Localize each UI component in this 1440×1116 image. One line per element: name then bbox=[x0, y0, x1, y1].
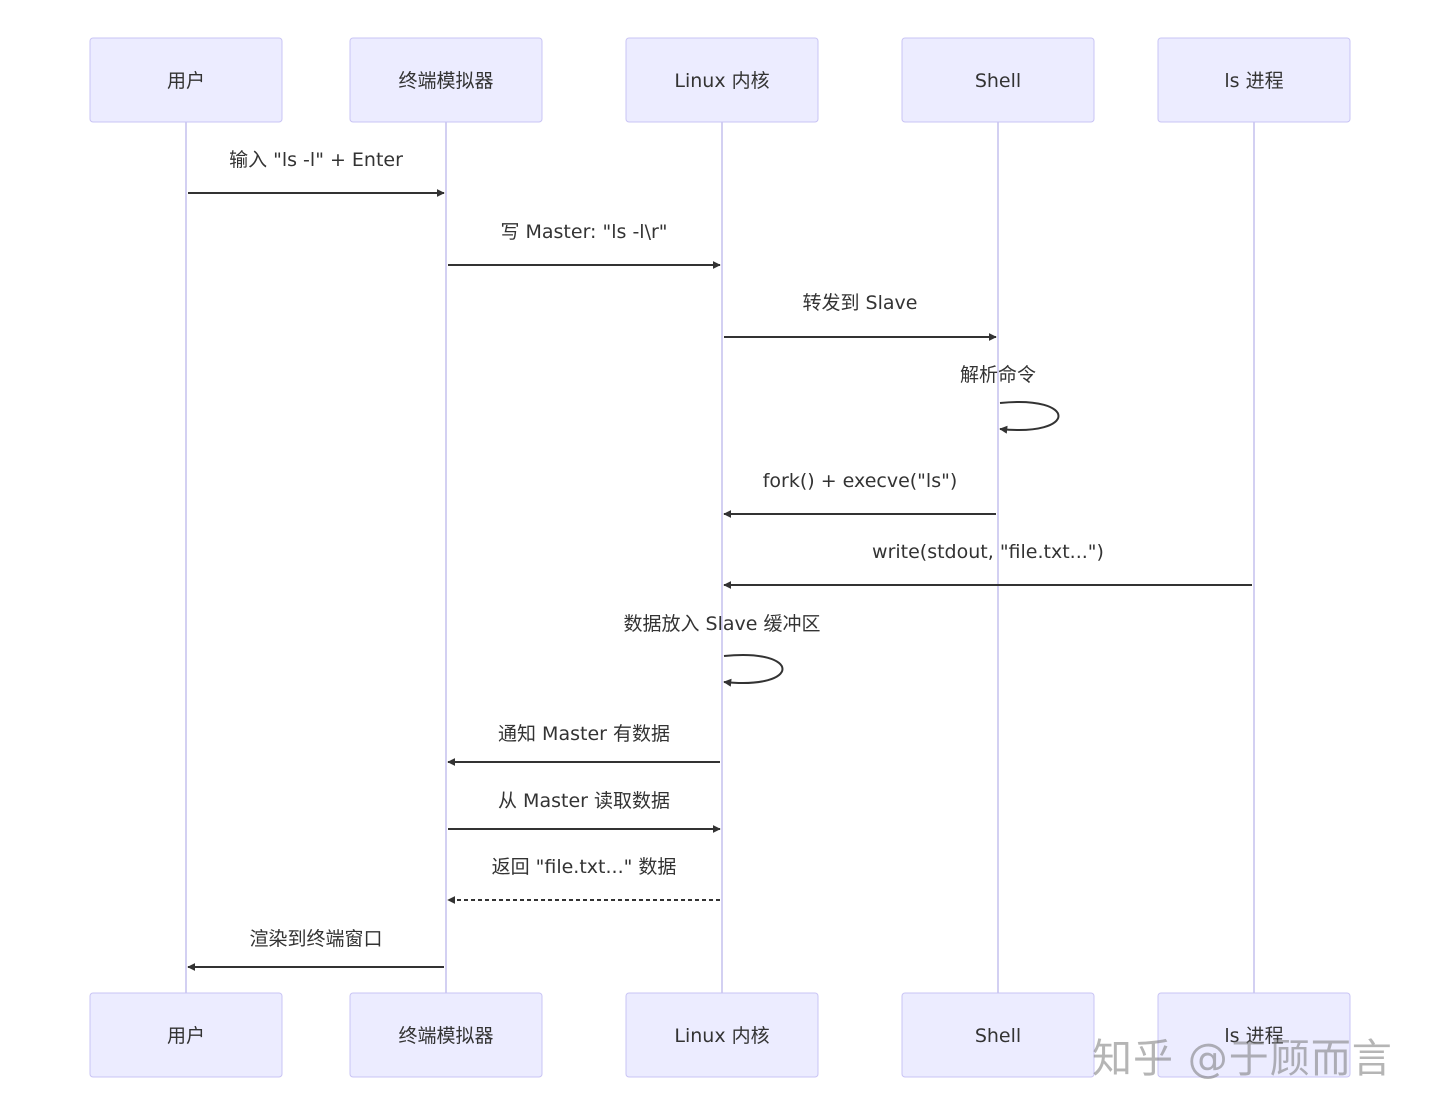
actor-label: Linux 内核 bbox=[674, 70, 769, 92]
message-label: 渲染到终端窗口 bbox=[249, 928, 382, 950]
message-label: 写 Master: "ls -l\r" bbox=[500, 221, 667, 243]
message-label: fork() + execve("ls") bbox=[763, 470, 958, 492]
message-11: 渲染到终端窗口 bbox=[187, 928, 444, 971]
actor-label: 用户 bbox=[167, 1025, 205, 1047]
message-label: 解析命令 bbox=[960, 364, 1036, 386]
actor-rect bbox=[1157, 992, 1351, 1078]
actor-box-top-shell: Shell bbox=[901, 37, 1095, 123]
self-message-arrow bbox=[723, 654, 784, 687]
message-label: 从 Master 读取数据 bbox=[498, 790, 670, 812]
actor-rect bbox=[1157, 37, 1351, 123]
actor-box-bottom-shell: Shell bbox=[901, 992, 1095, 1078]
message-label: 数据放入 Slave 缓冲区 bbox=[624, 613, 821, 635]
actor-label: Shell bbox=[975, 70, 1021, 92]
actor-box-bottom-user: 用户 bbox=[89, 992, 283, 1078]
actor-rect bbox=[625, 37, 819, 123]
actor-rect bbox=[349, 37, 543, 123]
actor-rect bbox=[625, 992, 819, 1078]
actor-box-bottom-term: 终端模拟器 bbox=[349, 992, 543, 1078]
message-label: 转发到 Slave bbox=[803, 292, 918, 314]
self-message-arrow bbox=[999, 401, 1060, 434]
actor-rect bbox=[901, 992, 1095, 1078]
actor-label: Shell bbox=[975, 1025, 1021, 1047]
message-5: fork() + execve("ls") bbox=[723, 470, 996, 518]
actor-box-bottom-kernel: Linux 内核 bbox=[625, 992, 819, 1078]
message-6: write(stdout, "file.txt...") bbox=[723, 541, 1252, 589]
watermark-text: 知乎 @于顾而言 bbox=[1092, 1036, 1393, 1082]
message-label: write(stdout, "file.txt...") bbox=[872, 541, 1104, 563]
message-2: 写 Master: "ls -l\r" bbox=[448, 221, 721, 269]
actor-label: 终端模拟器 bbox=[398, 70, 493, 92]
actor-box-top-user: 用户 bbox=[89, 37, 283, 123]
actor-label: ls 进程 bbox=[1224, 1025, 1283, 1047]
actor-rect bbox=[89, 37, 283, 123]
actor-box-top-term: 终端模拟器 bbox=[349, 37, 543, 123]
message-1: 输入 "ls -l" + Enter bbox=[188, 149, 445, 197]
message-3: 转发到 Slave bbox=[724, 292, 997, 341]
message-8: 通知 Master 有数据 bbox=[447, 723, 720, 766]
message-label: 通知 Master 有数据 bbox=[498, 723, 670, 745]
actor-box-bottom-ls: ls 进程 bbox=[1157, 992, 1351, 1078]
message-10: 返回 "file.txt..." 数据 bbox=[447, 856, 720, 904]
actor-box-top-ls: ls 进程 bbox=[1157, 37, 1351, 123]
actor-label: 用户 bbox=[167, 70, 205, 92]
message-4: 解析命令 bbox=[960, 364, 1060, 434]
actor-rect bbox=[89, 992, 283, 1078]
actor-label: Linux 内核 bbox=[674, 1025, 769, 1047]
actor-label: ls 进程 bbox=[1224, 70, 1283, 92]
message-label: 返回 "file.txt..." 数据 bbox=[492, 856, 677, 878]
actor-rect bbox=[901, 37, 1095, 123]
message-7: 数据放入 Slave 缓冲区 bbox=[624, 613, 821, 687]
message-label: 输入 "ls -l" + Enter bbox=[229, 149, 403, 171]
actor-box-top-kernel: Linux 内核 bbox=[625, 37, 819, 123]
actor-rect bbox=[349, 992, 543, 1078]
message-9: 从 Master 读取数据 bbox=[448, 790, 721, 833]
actor-label: 终端模拟器 bbox=[398, 1025, 493, 1047]
